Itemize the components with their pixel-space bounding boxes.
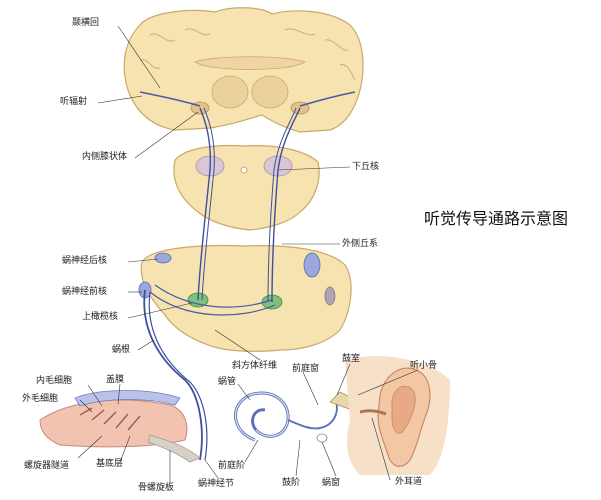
leader-lines (77, 25, 419, 483)
cerebrum-gyri (139, 28, 356, 81)
label-basilar-membrane: 基底层 (96, 459, 124, 469)
thalamus-left (211, 75, 249, 109)
pons-outline (140, 244, 352, 352)
vestibule-canal (287, 399, 338, 430)
midbrain-section (173, 144, 320, 231)
label-inferior-colliculus: 下丘核 (352, 162, 380, 172)
label-dorsal-cochlear-nucleus: 蜗神经后核 (62, 256, 108, 266)
inner-ear (233, 391, 363, 443)
hair-cell-stripes (79, 407, 141, 431)
thalamus-right (251, 75, 289, 109)
trapezoid-body-fibers (149, 284, 276, 316)
label-outer-hair-cells: 外毛细胞 (22, 394, 59, 404)
label-tympanic-cavity: 鼓室 (342, 354, 361, 364)
label-cochlear-duct: 螺旋器隧道 (24, 461, 70, 471)
ascending-pathway (143, 107, 301, 461)
tectorial-membrane-shape (74, 390, 181, 407)
label-scala-vestibuli: 前庭阶 (218, 461, 246, 471)
dorsal-cochlear-nucleus-right (303, 252, 321, 278)
cochlear-nerve-bundle-2 (148, 291, 208, 461)
label-medial-geniculate-body: 内侧膝状体 (82, 152, 128, 162)
label-spiral-ganglion: 蜗神经节 (198, 479, 235, 489)
label-ossicles: 听小骨 (410, 361, 438, 371)
pons-section (138, 244, 352, 352)
cerebrum-outline (123, 7, 364, 133)
label-transverse-temporal-gyrus: 颞横回 (72, 18, 100, 28)
acoustic-radiation-left (139, 91, 201, 107)
organ-of-corti (39, 390, 201, 463)
label-tectorial-membrane: 盖膜 (106, 375, 125, 385)
label-inner-hair-cells: 内毛细胞 (36, 376, 73, 386)
round-window-shape (316, 433, 328, 443)
label-ventral-cochlear-nucleus: 蜗神经前核 (62, 287, 108, 297)
diagram-title: 听觉传导通路示意图 (424, 209, 569, 228)
cerebral-aqueduct (240, 166, 248, 174)
label-spiral-lamina: 骨螺旋板 (138, 483, 175, 493)
label-cochlea: 蜗管 (218, 377, 237, 387)
label-external-acoustic-meatus: 外耳道 (395, 477, 423, 487)
corpus-callosum (194, 56, 306, 70)
label-round-window: 蜗窗 (322, 478, 341, 488)
label-acoustic-radiation: 听辐射 (60, 97, 88, 107)
pathway-left-lemniscus-2 (201, 107, 215, 301)
spiral-lamina-shape (147, 434, 201, 463)
midbrain-outline (173, 144, 320, 231)
label-scala-tympani: 鼓阶 (282, 478, 301, 488)
label-trapezoid-body: 斜方体纤维 (232, 361, 278, 371)
pathway-right-lemniscus-2 (267, 107, 297, 303)
external-ear (345, 356, 450, 475)
acoustic-radiation-right (299, 91, 356, 107)
label-superior-olivary-nucleus: 上橄榄核 (82, 312, 119, 322)
auricle-inner (391, 385, 416, 434)
ventral-cochlear-nucleus-right (324, 286, 336, 306)
dorsal-cochlear-nucleus-left (154, 252, 172, 264)
cochlea-spiral-inner (234, 392, 289, 441)
label-oval-window: 前庭窗 (292, 364, 320, 374)
cerebrum-section (123, 7, 364, 133)
label-cochlear-root: 蜗根 (112, 345, 131, 355)
cochlear-nerve-bundle (143, 289, 203, 461)
pathway-right-lemniscus (271, 107, 301, 303)
label-lateral-lemniscus: 外侧丘系 (342, 239, 379, 249)
ear-canal (359, 409, 387, 416)
pathway-left-lemniscus (197, 107, 212, 301)
